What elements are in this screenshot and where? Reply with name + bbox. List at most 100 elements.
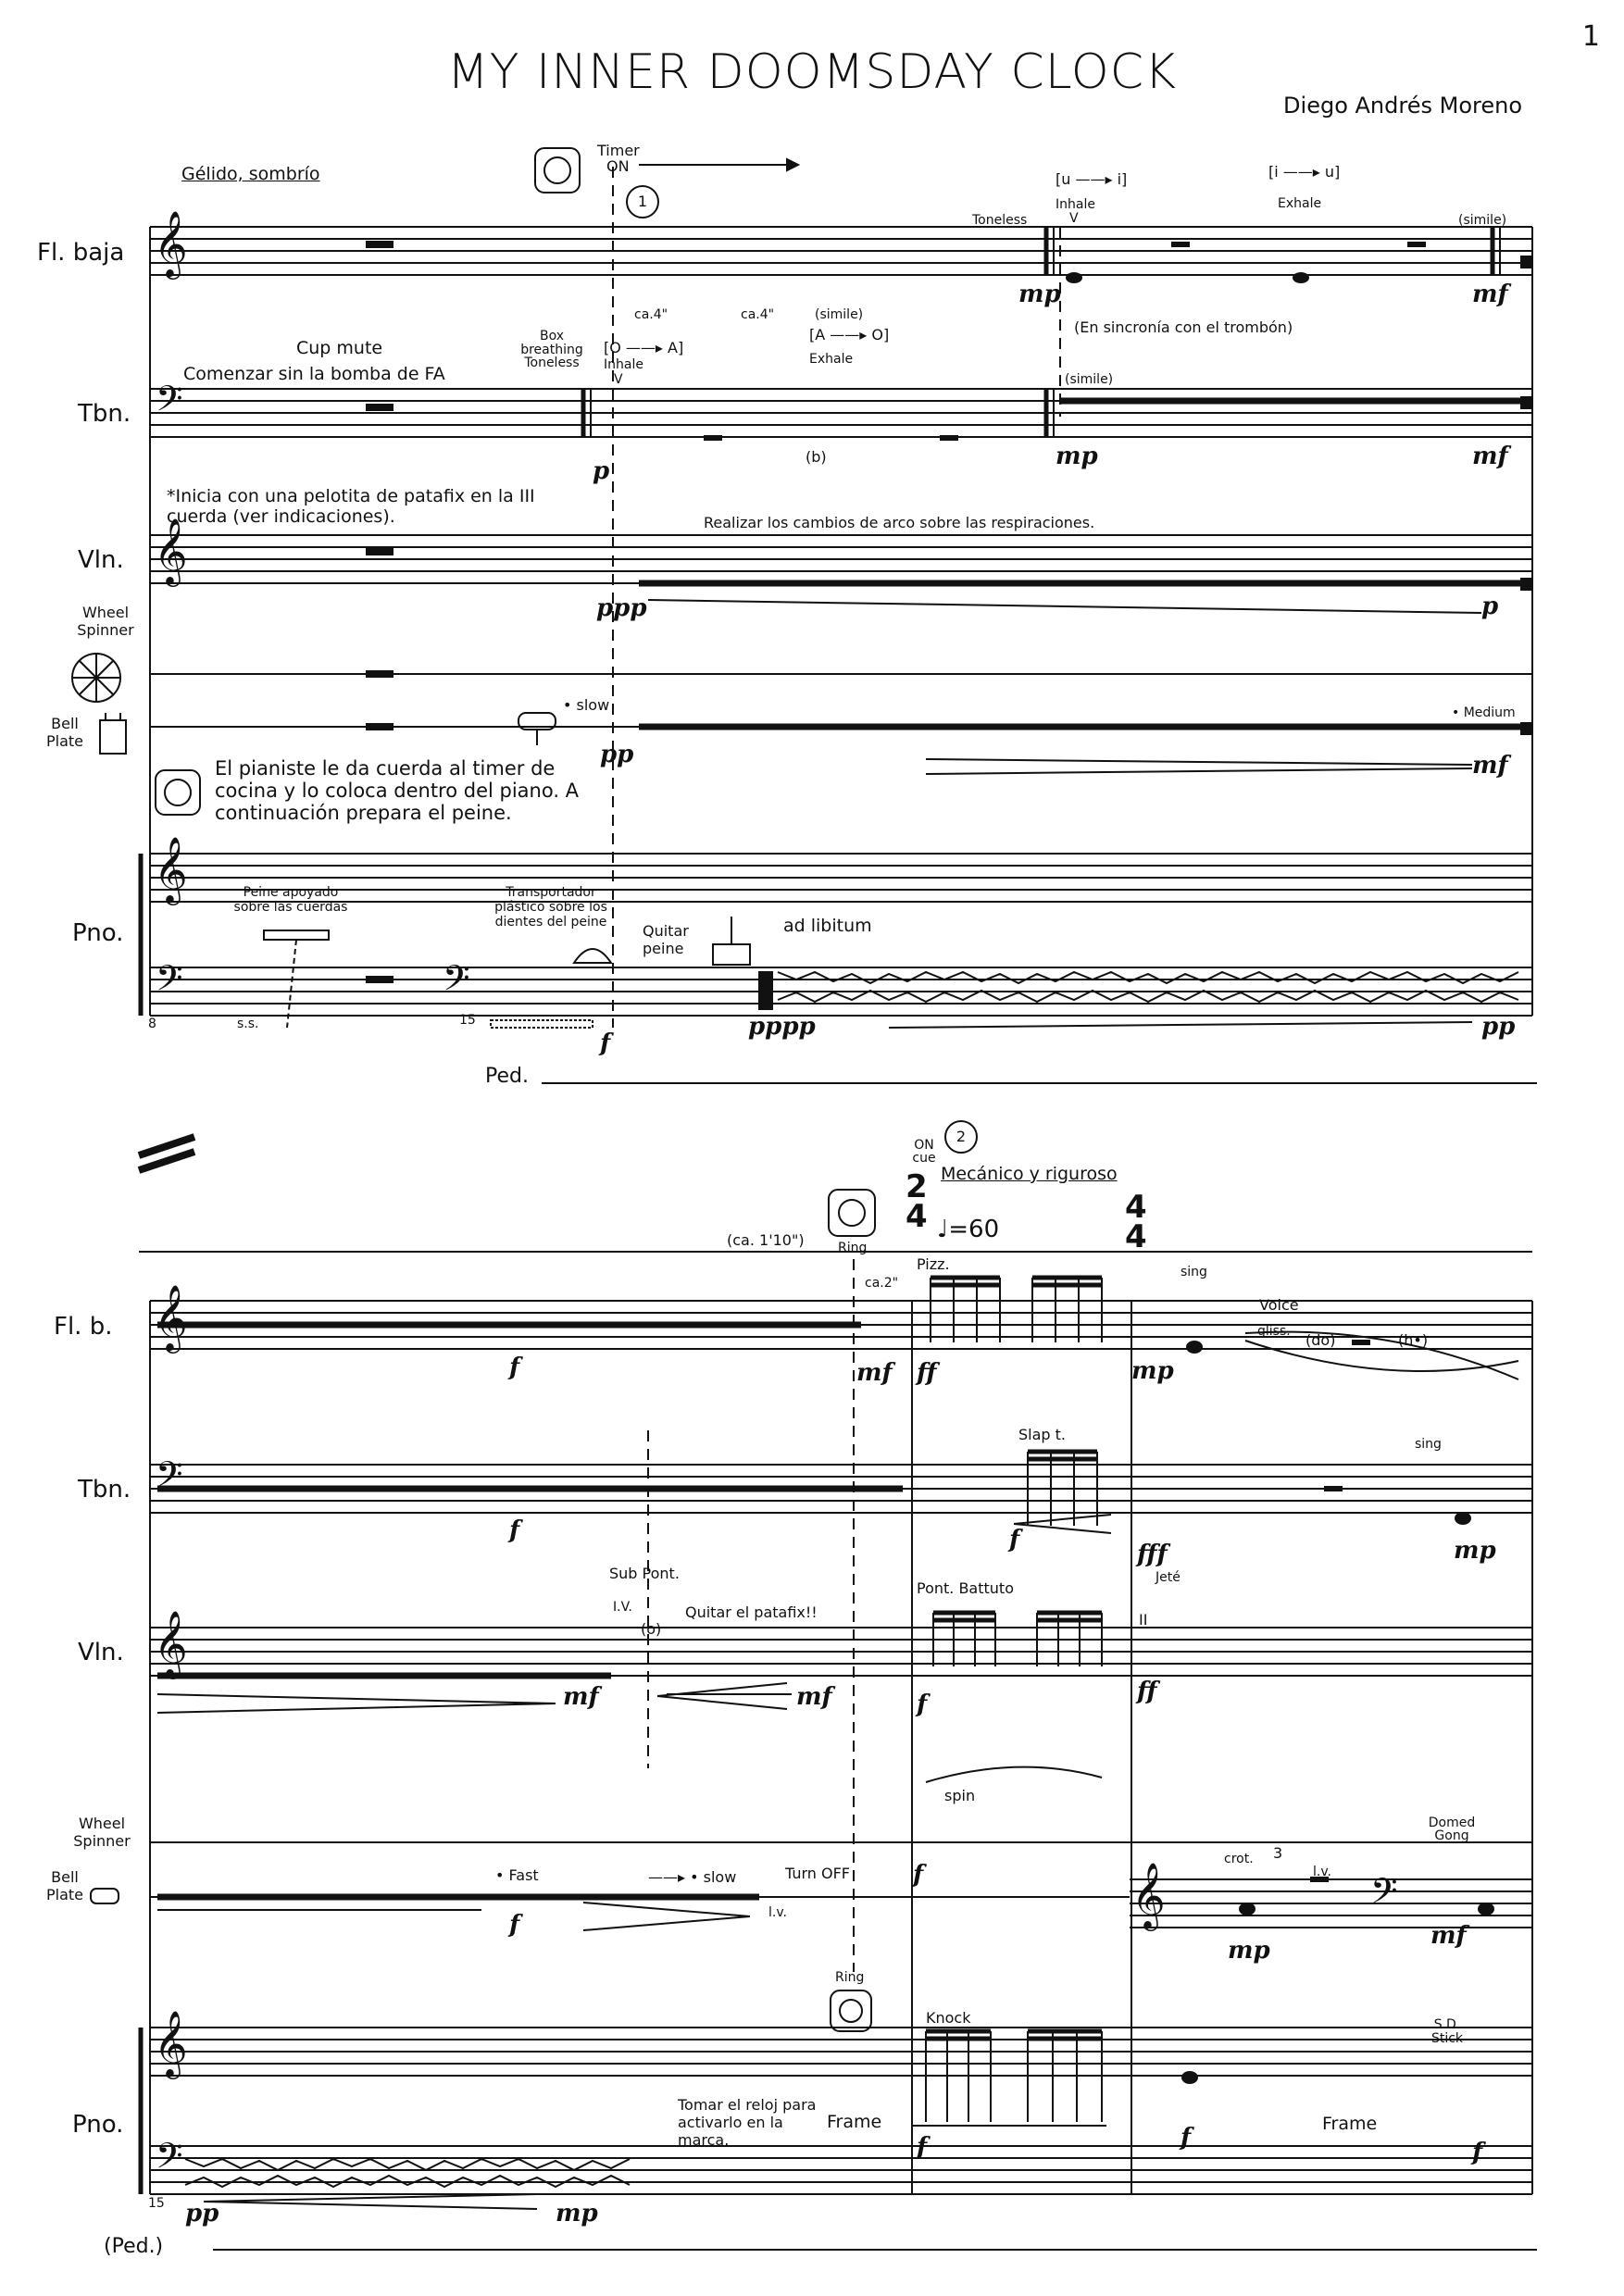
gong-dynamic-mf: mf — [1430, 1922, 1467, 1950]
bell-plate-fast: • Fast — [495, 1866, 539, 1884]
trombone-no-f-pump: Comenzar sin la bomba de FA — [183, 364, 445, 384]
trombone-flat: (b) — [806, 448, 827, 466]
instrument-name-piano-2: Pno. — [72, 2111, 124, 2139]
bell-plate-medium: • Medium — [1452, 705, 1516, 720]
treble-clef-icon: 𝄞 — [154, 835, 188, 903]
piano-bass-staff-2 — [150, 2145, 1532, 2195]
bell-plate-icon — [99, 713, 127, 755]
trombone-dynamic-p: p — [593, 457, 610, 485]
wheel-spinner-dynamic-f: f — [913, 1861, 924, 1889]
piano-pedal-2: (Ped.) — [104, 2235, 164, 2258]
flute-inhale: Inhale — [1056, 197, 1095, 212]
time-sig-denominator: 4 — [1125, 1218, 1147, 1256]
kitchen-timer-icon — [155, 147, 876, 2032]
on-cue-label: ON cue — [912, 1138, 936, 1166]
violin-dynamic-mf-2: mf — [796, 1683, 832, 1711]
violin-dynamic-f: f — [917, 1691, 928, 1718]
timer-label: Timer — [597, 142, 640, 159]
flute-vowels-2: [i ——▸ u] — [1268, 163, 1341, 181]
piano-treble-staff-1 — [150, 853, 1532, 903]
time-signature-4-4: 4 4 — [1125, 1189, 1147, 1256]
instrument-name-piano: Pno. — [72, 919, 124, 947]
trombone-exhale: Exhale — [809, 352, 854, 367]
violin-iv: I.V. — [613, 1600, 632, 1615]
duration-ca2: ca.2" — [865, 1276, 899, 1291]
piano-remove-comb: Quitar peine — [643, 922, 689, 957]
violin-patafix-note: *Inicia con una pelotita de patafix en l… — [167, 486, 535, 527]
flute-pizz: Pizz. — [917, 1255, 950, 1273]
trombone-cup-mute: Cup mute — [296, 338, 383, 358]
piano-treble-staff-2 — [150, 2027, 1532, 2077]
instrument-name-wheel-spinner-2: Wheel Spinner — [73, 1815, 131, 1850]
piano-dynamic-pp-2: pp — [185, 2200, 219, 2227]
piano-clef-15-2: 15 — [148, 2196, 165, 2211]
trombone-simile-1: (simile) — [815, 307, 864, 322]
flute-voice: Voice — [1259, 1296, 1299, 1314]
bell-plate-dynamic-pp: pp — [600, 741, 634, 768]
time-sig-numerator: 2 — [906, 1168, 928, 1205]
bass-clef-icon: 𝄢 — [156, 2135, 183, 2185]
superball-mallet-icon — [90, 712, 556, 1904]
violin-staff-2 — [150, 1627, 1532, 1677]
page-number: 1 — [1581, 20, 1600, 53]
instrument-name-flute-2: Fl. b. — [54, 1313, 113, 1341]
flute-v: V — [1069, 211, 1079, 226]
piano-sd-stick: S.D. Stick — [1430, 2017, 1464, 2046]
piano-dynamic-f: f — [600, 1029, 611, 1057]
bell-plate-lv: l.v. — [768, 1905, 787, 1920]
tuplet-3: 3 — [1273, 1844, 1283, 1862]
instrument-name-violin-2: Vln. — [78, 1639, 124, 1666]
trombone-sing: sing — [1415, 1437, 1442, 1452]
duration-ca110: (ca. 1'10") — [727, 1231, 805, 1249]
violin-remove-patafix: Quitar el patafix!! — [685, 1603, 818, 1621]
trombone-ca4-a: ca.4" — [634, 307, 668, 322]
instrument-name-trombone-2: Tbn. — [78, 1476, 131, 1504]
flute-hb: (h•) — [1398, 1331, 1429, 1349]
tempo-marking-1: Gélido, sombrío — [181, 164, 320, 184]
bass-clef-icon: 𝄢 — [156, 378, 183, 428]
bell-plate-turn-off: Turn OFF — [785, 1865, 851, 1882]
instrument-name-wheel-spinner: Wheel Spinner — [77, 604, 134, 639]
flute-sync-note: (En sincronía con el trombón) — [1074, 318, 1293, 336]
percussion-staff-2 — [1130, 1878, 1532, 1928]
time-sig-denominator: 4 — [906, 1198, 928, 1236]
timer-ring: Ring — [838, 1241, 868, 1255]
comb-icon — [572, 917, 751, 966]
violin-sub-pont: Sub Pont. — [609, 1565, 680, 1582]
trombone-dynamic-mp-2: mp — [1454, 1537, 1496, 1565]
bass-clef-icon: 𝄢 — [156, 1454, 183, 1504]
flute-exhale: Exhale — [1278, 196, 1322, 211]
violin-staff-1 — [150, 534, 1532, 584]
violin-dynamic-mf-1: mf — [563, 1683, 599, 1711]
violin-bow-changes: Realizar los cambios de arco sobre las r… — [704, 514, 1095, 531]
flute-dynamic-mf-2: mf — [856, 1359, 893, 1387]
trombone-vowels-2: [A ——▸ O] — [809, 326, 890, 343]
treble-clef-icon: 𝄞 — [1131, 1861, 1166, 1928]
tempo-marking-2: Mecánico y riguroso — [941, 1164, 1118, 1184]
treble-clef-icon: 𝄞 — [154, 1609, 188, 1677]
crotale-dynamic-mp: mp — [1228, 1937, 1270, 1965]
piano-frame-1: Frame — [827, 2112, 882, 2132]
flute-dynamic-mp: mp — [1018, 281, 1061, 308]
violin-dynamic-ff: ff — [1137, 1678, 1157, 1705]
instrument-name-bell-plate: Bell Plate — [45, 715, 83, 750]
violin-harmonic-o: (o) — [641, 1620, 662, 1638]
trombone-box-breathing: Box breathing Toneless — [520, 329, 583, 371]
piano-dynamic-mp-2: mp — [556, 2200, 598, 2227]
score-title: MY INNER DOOMSDAY CLOCK — [446, 44, 1178, 100]
piano-clef-15: 15 — [459, 1013, 476, 1028]
trombone-v: V — [614, 372, 623, 387]
violin-dynamic-p: p — [1481, 593, 1499, 620]
piano-dynamic-f-4: f — [1472, 2139, 1483, 2166]
trombone-ca4-b: ca.4" — [741, 307, 775, 322]
domed-gong-label: Domed Gong — [1428, 1816, 1476, 1843]
trombone-inhale: Inhale — [604, 357, 643, 372]
time-sig-numerator: 4 — [1125, 1189, 1147, 1226]
instrument-name-trombone: Tbn. — [78, 400, 131, 428]
flute-dynamic-f-2: f — [509, 1354, 520, 1381]
metronome-mark: ♩=60 — [937, 1216, 1000, 1243]
bell-plate-lv-2: l.v. — [1313, 1865, 1331, 1879]
piano-take-clock-note: Tomar el reloj para activarlo en la marc… — [678, 2096, 817, 2149]
time-signature-2-4: 2 4 — [906, 1168, 928, 1236]
flute-dynamic-ff: ff — [917, 1359, 937, 1387]
